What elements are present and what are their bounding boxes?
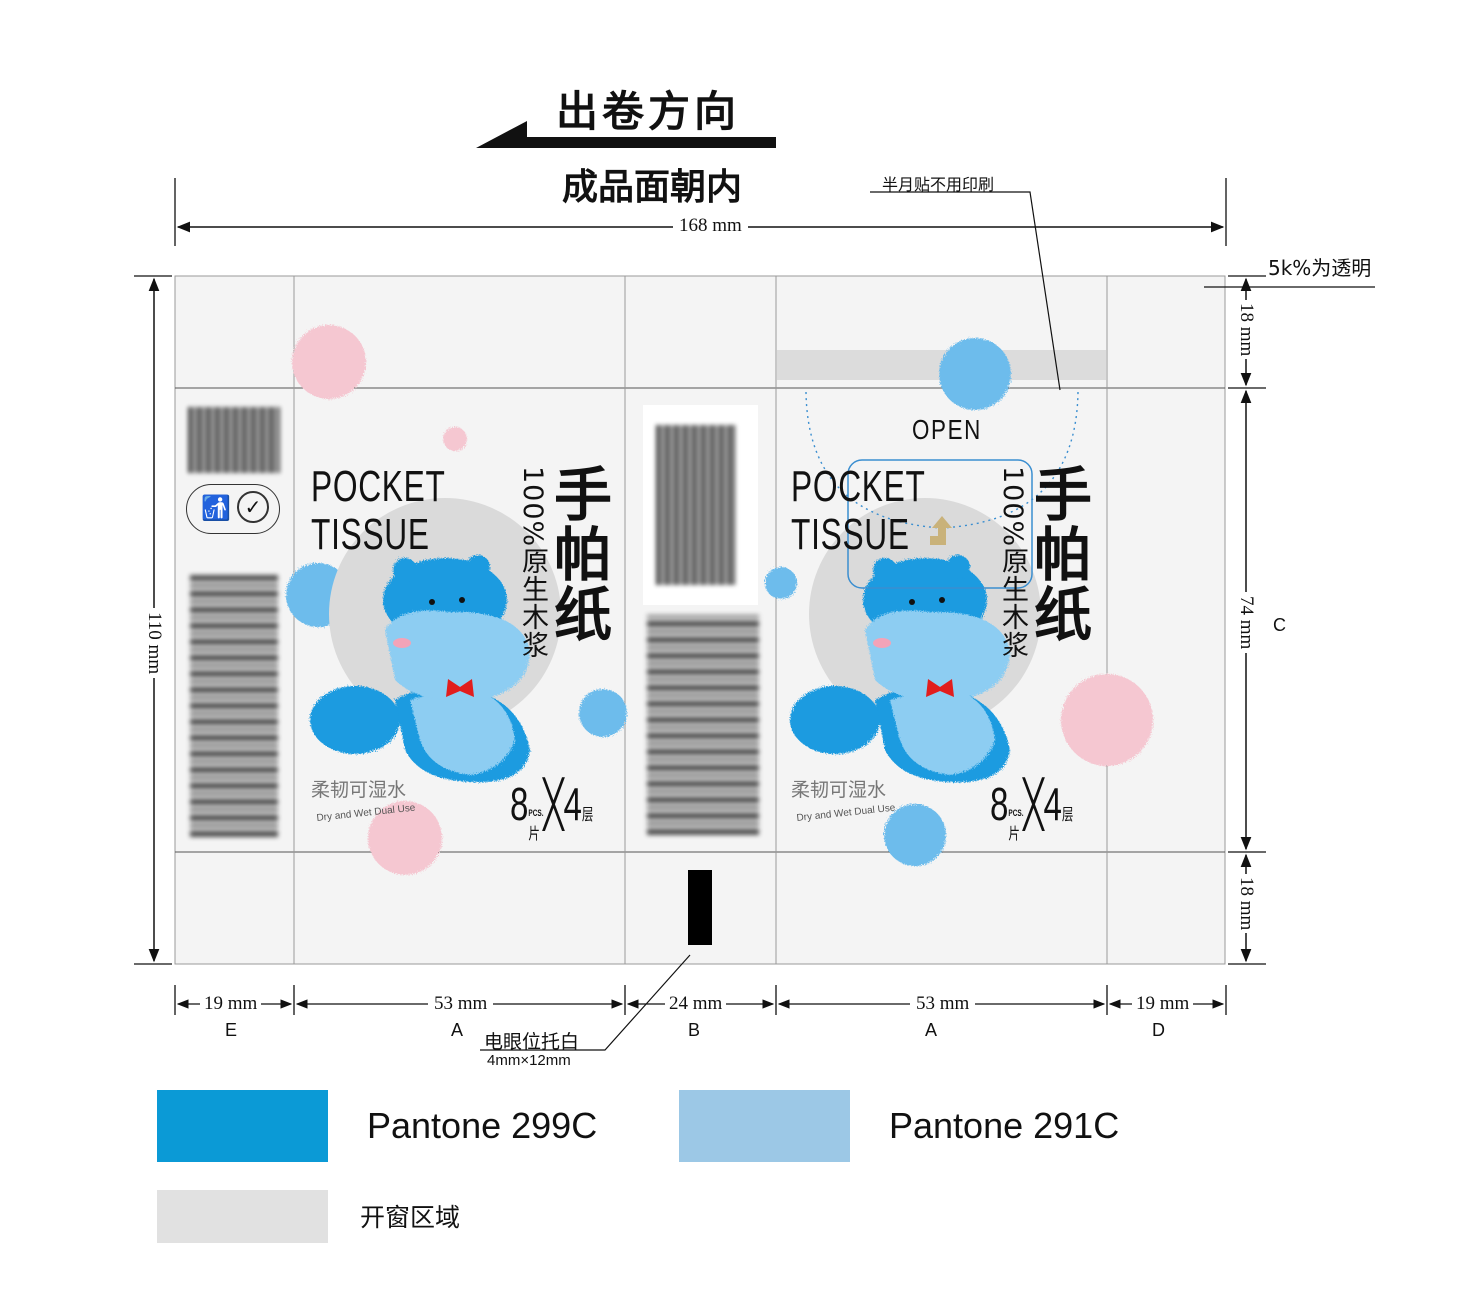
tear-window-outline <box>847 459 1033 589</box>
panel-letter-a1: A <box>451 1020 464 1040</box>
eye-mark-label: 电眼位托白 <box>484 1031 580 1053</box>
brand-line2: TISSUE <box>791 510 910 559</box>
layers-unit: 层 <box>1061 805 1074 824</box>
legend-label-window: 开窗区域 <box>360 1203 461 1232</box>
legend-label-291c: Pantone 291C <box>889 1105 1120 1146</box>
dim-label-panel-b: 24 mm <box>665 993 727 1015</box>
brand-line1: POCKET <box>791 462 926 511</box>
count-label: 8PCS. 片╳4层 <box>990 778 1074 842</box>
half-moon-note: 半月贴不用印刷 <box>882 175 995 194</box>
open-label: OPEN <box>912 414 982 445</box>
tagline-cn: 柔韧可湿水 <box>791 779 887 801</box>
hippo-eye <box>459 597 465 603</box>
trash-bin-icon: 🚮 <box>201 494 231 522</box>
layers-number: 4 <box>563 778 582 830</box>
barcode-panel-text <box>647 615 759 835</box>
hippo-cheek <box>873 638 891 648</box>
legend-label-299c: Pantone 299C <box>367 1105 598 1146</box>
product-subtitle: 100%原生木浆 <box>517 466 548 660</box>
layers-number: 4 <box>1043 778 1062 830</box>
side-letter: C <box>1273 615 1286 635</box>
barcode <box>656 425 736 585</box>
count-pcs: PCS. <box>528 808 544 818</box>
hippo-cheek <box>393 638 411 648</box>
legend-swatch-window <box>157 1190 328 1243</box>
layers-unit: 层 <box>581 805 594 824</box>
product-subtitle: 100%原生木浆 <box>997 466 1028 660</box>
open-arrow-icon <box>930 516 952 545</box>
dim-label-panel-d: 19 mm <box>1132 993 1194 1015</box>
transparent-note: 5k%为透明 <box>1268 256 1372 280</box>
dim-label-panel-a1: 53 mm <box>428 993 494 1015</box>
panel-letter-b: B <box>688 1020 701 1040</box>
unwind-direction-arrow <box>476 121 776 148</box>
legend-swatch-299c <box>157 1090 328 1162</box>
product-title: 手帕纸 <box>1024 464 1092 644</box>
face-inward-note: 成品面朝内 <box>562 167 743 208</box>
dim-label-total-width: 168 mm <box>673 215 748 237</box>
unwind-direction-label: 出卷方向 <box>556 87 741 136</box>
side-panel-text-block <box>190 575 278 837</box>
hippo-illustration-left <box>310 555 530 783</box>
legend-swatch-291c <box>679 1090 850 1162</box>
dim-label-top-flap: 18 mm <box>1235 300 1257 360</box>
check-seal-icon: ✓ <box>237 491 269 523</box>
bowtie-left <box>446 679 474 697</box>
dim-label-panel-a2: 53 mm <box>910 993 976 1015</box>
hippo-illustration-right <box>790 555 1010 783</box>
brand-line2: TISSUE <box>311 510 430 559</box>
eye-mark-size: 4mm×12mm <box>487 1052 571 1069</box>
hippo-eye <box>909 599 915 605</box>
count-pian: 片 <box>1008 824 1020 843</box>
tagline-cn: 柔韧可湿水 <box>311 779 407 801</box>
panel-letter-d: D <box>1152 1020 1165 1040</box>
count-times: ╳ <box>1023 778 1044 830</box>
count-label: 8PCS. 片╳4层 <box>510 778 594 842</box>
dim-label-total-height: 110 mm <box>143 608 165 679</box>
qr-code <box>188 407 280 473</box>
panel-letter-e: E <box>225 1020 238 1040</box>
count-number: 8 <box>510 778 529 830</box>
leader-half-moon <box>870 191 1061 391</box>
count-pian: 片 <box>528 824 540 843</box>
dim-label-middle: 74 mm <box>1235 592 1257 654</box>
brand-line1: POCKET <box>311 462 446 511</box>
eye-mark <box>688 870 712 945</box>
dim-label-panel-e: 19 mm <box>200 993 262 1015</box>
decorative-blobs <box>286 325 1153 875</box>
bowtie-right <box>926 679 954 697</box>
count-times: ╳ <box>543 778 564 830</box>
recycle-badge: 🚮 ✓ <box>186 484 280 534</box>
count-pcs: PCS. <box>1008 808 1024 818</box>
leader-eye-mark <box>480 954 691 1051</box>
dim-label-bottom-flap: 18 mm <box>1235 874 1257 934</box>
hippo-eye <box>939 597 945 603</box>
hippo-eye <box>429 599 435 605</box>
count-number: 8 <box>990 778 1009 830</box>
panel-letter-a2: A <box>925 1020 938 1040</box>
product-title: 手帕纸 <box>544 464 612 644</box>
